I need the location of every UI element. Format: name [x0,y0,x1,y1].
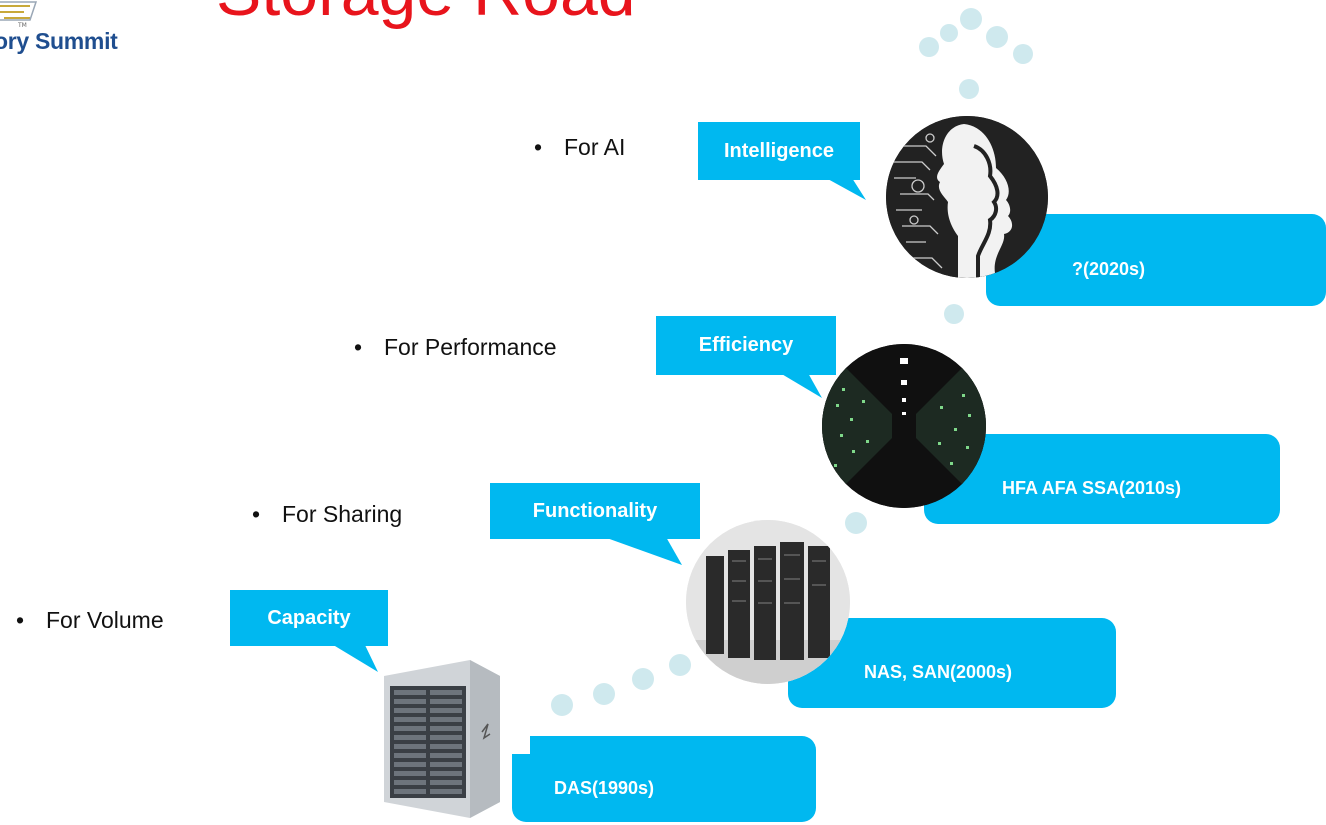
storage-server-image [374,652,506,820]
path-dot [919,37,939,57]
datacenter-aisle-icon [822,344,986,508]
callout-tail [780,373,822,398]
callout-label: Functionality [532,499,658,522]
callout-tail [826,178,866,200]
era-label: HFA AFA SSA(2010s) [1002,477,1182,498]
callout-label: Capacity [267,606,351,629]
callout-tail [604,537,682,565]
path-dot [845,512,867,534]
bullet-for-volume: • For Volume [16,609,164,632]
era-label: ?(2020s) [1072,258,1146,279]
bullet-text: For Volume [46,607,164,633]
bullet-dot-icon: • [16,607,25,633]
path-dot [944,304,964,324]
bullet-for-performance: • For Performance [354,336,557,359]
path-dot [959,79,979,99]
callout-tail [330,643,378,672]
callout-efficiency: Efficiency [656,316,836,375]
path-dot [1013,44,1033,64]
bullet-for-sharing: • For Sharing [252,503,402,526]
page-title: Storage Road [216,0,636,26]
server-racks-icon [686,520,850,684]
summit-logo-icon: TM [0,0,40,28]
era-box-2000s: NAS, SAN(2000s) [788,636,1116,708]
callout-label: Efficiency [698,334,794,356]
callout-intelligence: Intelligence [698,122,860,180]
era-box-2020s: ?(2020s) [986,232,1326,306]
bullet-text: For Performance [384,334,557,360]
callout-functionality: Functionality [490,483,700,539]
path-dot [669,654,691,676]
ai-face-icon [886,116,1048,278]
path-dot [960,8,982,30]
path-dot [940,24,958,42]
era-label: NAS, SAN(2000s) [864,661,1013,682]
era-label: DAS(1990s) [554,777,655,798]
storage-server-icon [384,660,500,818]
ai-face-image [886,116,1048,278]
bullet-text: For Sharing [282,501,403,527]
callout-capacity: Capacity [230,590,388,646]
svg-text:TM: TM [17,22,27,28]
bullet-dot-icon: • [534,134,543,160]
bullet-dot-icon: • [252,501,261,527]
path-dot [551,694,573,716]
path-dot [632,668,654,690]
server-racks-image [686,520,850,684]
era-box-1990s: DAS(1990s) [512,754,816,822]
bullet-for-ai: • For AI [534,136,625,159]
bullet-dot-icon: • [354,334,363,360]
datacenter-aisle-image [822,344,986,508]
path-dot [593,683,615,705]
path-dot [986,26,1008,48]
bullet-text: For AI [564,134,626,160]
era-box-2010s: HFA AFA SSA(2010s) [924,452,1280,524]
callout-label: Intelligence [723,139,835,162]
logo-text: ory Summit [0,28,118,54]
